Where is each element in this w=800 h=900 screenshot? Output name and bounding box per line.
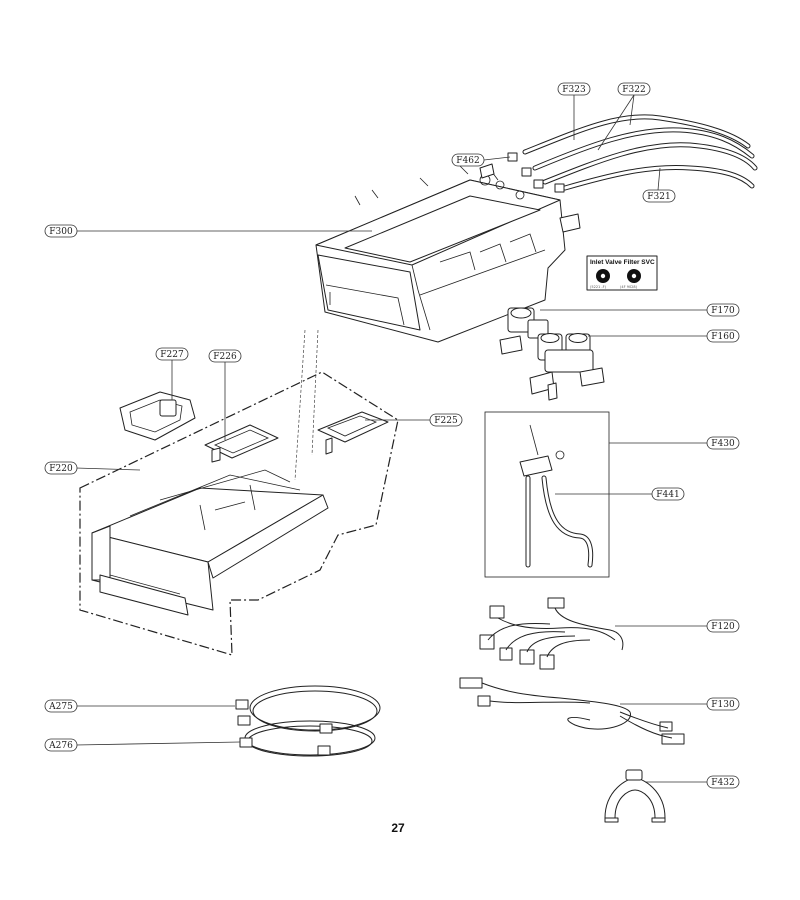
label-a275: A275: [48, 702, 73, 712]
page-number: 27: [391, 821, 405, 835]
inset-left-caption: (5221 -F): [590, 285, 607, 289]
callout-f323: F323: [557, 82, 591, 96]
inset-right-caption: (4F 9028): [620, 285, 638, 289]
part-clamp-f432: [604, 769, 666, 823]
drawer-assembly-outline: [79, 371, 399, 656]
inlet-valves: [499, 307, 605, 401]
inlet-valve-filter-inset: Inlet Valve Filter SVC (5221 -F) (4F 902…: [586, 255, 658, 291]
callout-f170: F170: [706, 303, 740, 317]
label-f430: F430: [711, 439, 735, 449]
part-cap-f227: [119, 391, 196, 441]
dispenser-housing: [315, 163, 581, 343]
callout-f220: F220: [44, 461, 78, 475]
label-f300: F300: [49, 227, 73, 237]
inlet-hoses: [507, 114, 758, 193]
part-cables-a275-a276: [235, 685, 381, 757]
callout-a275: A275: [44, 699, 78, 713]
callout-f130: F130: [706, 697, 740, 711]
label-f432: F432: [711, 778, 734, 788]
label-f160: F160: [711, 332, 735, 342]
callout-f227: F227: [155, 347, 189, 361]
label-f321: F321: [647, 192, 670, 202]
inset-title: Inlet Valve Filter SVC: [590, 259, 655, 266]
label-f225: F225: [434, 416, 458, 426]
callout-f160: F160: [706, 329, 740, 343]
part-harness-f130: [459, 677, 685, 745]
callout-f225: F225: [429, 413, 463, 427]
part-harness-f120: [479, 597, 624, 670]
label-f220: F220: [49, 464, 73, 474]
label-f323: F323: [562, 85, 586, 95]
leader-lines: [75, 94, 708, 783]
label-f130: F130: [711, 700, 735, 710]
label-f441: F441: [656, 490, 679, 500]
callout-f432: F432: [706, 775, 740, 789]
callout-f322: F322: [617, 82, 651, 96]
callout-f120: F120: [706, 619, 740, 633]
hose-assembly-frame: [484, 411, 610, 578]
part-lid-f226: [204, 424, 279, 463]
callout-f300: F300: [44, 224, 78, 238]
callout-f441: F441: [651, 487, 685, 501]
callout-a276: A276: [44, 738, 78, 752]
label-f226: F226: [213, 352, 237, 362]
label-f120: F120: [711, 622, 735, 632]
label-a276: A276: [48, 741, 73, 751]
drawer: [91, 469, 329, 616]
label-f462: F462: [456, 156, 479, 166]
part-lid-f225: [317, 411, 389, 455]
label-f170: F170: [711, 306, 735, 316]
callout-f226: F226: [208, 349, 242, 363]
label-f227: F227: [160, 350, 184, 360]
part-hose-f430: [519, 424, 594, 568]
callout-f430: F430: [706, 436, 740, 450]
callout-f462: F462: [451, 153, 485, 167]
label-f322: F322: [622, 85, 645, 95]
assembly-guide-line: [294, 329, 319, 481]
callout-f321: F321: [642, 189, 676, 203]
